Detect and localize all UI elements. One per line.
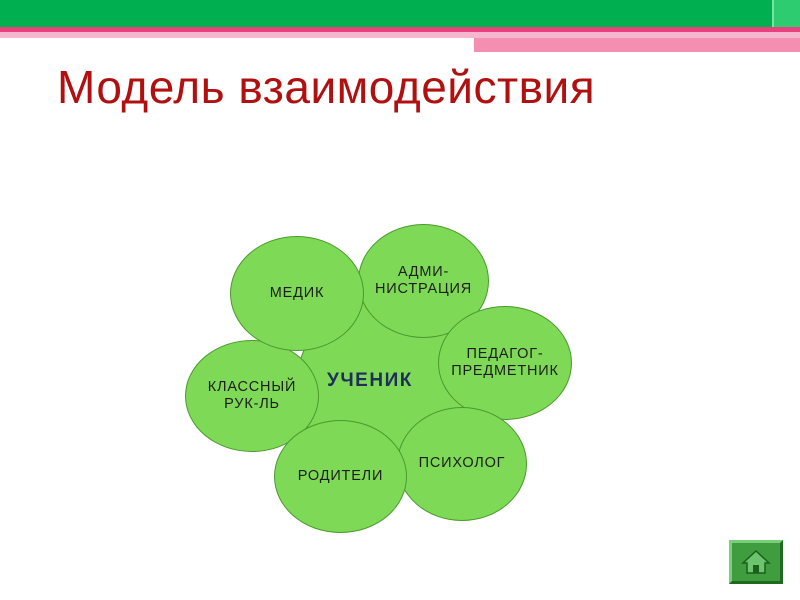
petal-class-teacher-label: КЛАССНЫЙ РУК-ЛЬ bbox=[207, 378, 297, 412]
top-band-rose-light bbox=[0, 32, 800, 38]
petal-medic-label: МЕДИК bbox=[269, 284, 325, 301]
petal-subject-teacher-label: ПЕДАГОГ- ПРЕДМЕТНИК bbox=[451, 345, 559, 379]
home-icon bbox=[741, 549, 771, 574]
top-band-pink bbox=[474, 38, 800, 52]
slide-title: Модель взаимодействия bbox=[57, 61, 596, 113]
top-band-rose bbox=[0, 27, 800, 32]
petal-administration-label: АДМИ- НИСТРАЦИЯ bbox=[375, 263, 472, 297]
petal-subject-teacher: ПЕДАГОГ- ПРЕДМЕТНИК bbox=[438, 306, 572, 420]
petal-parents: РОДИТЕЛИ bbox=[274, 420, 407, 533]
home-button[interactable] bbox=[729, 540, 783, 584]
petal-parents-label: РОДИТЕЛИ bbox=[297, 467, 384, 484]
petal-medic: МЕДИК bbox=[230, 236, 364, 351]
top-band-green-edge bbox=[772, 0, 800, 27]
top-band-green bbox=[0, 0, 800, 27]
petal-psychologist-label: ПСИХОЛОГ bbox=[418, 455, 506, 472]
top-decoration-band bbox=[0, 0, 800, 52]
center-label: УЧЕНИК bbox=[327, 370, 413, 391]
petal-psychologist: ПСИХОЛОГ bbox=[397, 407, 527, 521]
